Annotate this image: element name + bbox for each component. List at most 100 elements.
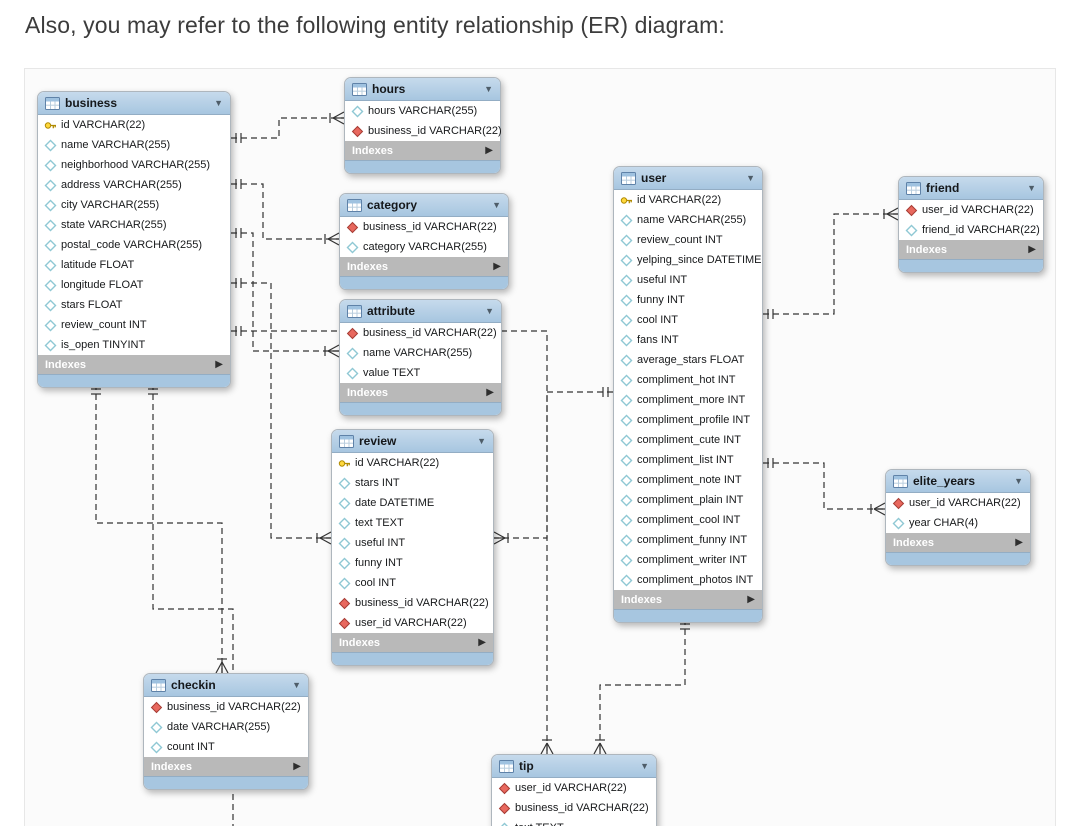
attribute-icon — [620, 414, 633, 427]
foreign-key-icon — [351, 125, 364, 138]
table-icon — [352, 82, 367, 96]
table-header: user▼ — [614, 167, 762, 190]
attribute-icon — [44, 179, 57, 192]
field-row: count INT — [144, 737, 308, 757]
field-label: hours VARCHAR(255) — [368, 105, 478, 117]
table-header: friend▼ — [899, 177, 1043, 200]
field-row: review_count INT — [614, 230, 762, 250]
field-label: name VARCHAR(255) — [61, 139, 171, 151]
relationship-business-category — [231, 183, 339, 240]
field-label: average_stars FLOAT — [637, 354, 745, 366]
table-icon — [347, 304, 362, 318]
table-header: attribute▼ — [340, 300, 501, 323]
foreign-key-icon — [498, 802, 511, 815]
collapse-arrow-icon: ▼ — [1014, 475, 1023, 486]
expand-icon: ▶ — [493, 260, 501, 272]
relationship-user-friend — [763, 213, 898, 315]
indexes-bar: Indexes▶ — [144, 757, 308, 776]
field-row: compliment_cute INT — [614, 430, 762, 450]
field-label: compliment_plain INT — [637, 494, 744, 506]
table-name: category — [367, 198, 418, 212]
indexes-bar: Indexes▶ — [345, 141, 500, 160]
attribute-icon — [44, 239, 57, 252]
indexes-bar: Indexes▶ — [340, 257, 508, 276]
expand-icon: ▶ — [486, 386, 494, 398]
field-label: text TEXT — [355, 517, 404, 529]
attribute-icon — [44, 159, 57, 172]
table-icon — [151, 678, 166, 692]
attribute-icon — [346, 367, 359, 380]
expand-icon: ▶ — [478, 636, 486, 648]
attribute-icon — [620, 534, 633, 547]
field-row: text TEXT — [492, 818, 656, 826]
field-row: yelping_since DATETIME — [614, 250, 762, 270]
field-row: compliment_photos INT — [614, 570, 762, 590]
field-label: business_id VARCHAR(22) — [368, 125, 502, 137]
attribute-icon — [346, 241, 359, 254]
field-row: compliment_plain INT — [614, 490, 762, 510]
field-label: address VARCHAR(255) — [61, 179, 182, 191]
attribute-icon — [44, 299, 57, 312]
field-row: user_id VARCHAR(22) — [886, 493, 1030, 513]
field-row: neighborhood VARCHAR(255) — [38, 155, 230, 175]
field-label: fans INT — [637, 334, 679, 346]
field-row: category VARCHAR(255) — [340, 237, 508, 257]
field-label: latitude FLOAT — [61, 259, 135, 271]
table-hours: hours▼hours VARCHAR(255)business_id VARC… — [344, 77, 502, 174]
indexes-label: Indexes — [339, 636, 380, 649]
expand-icon: ▶ — [1028, 243, 1036, 255]
er-diagram-canvas: business ▼ id VARCHAR(22) name VARCHAR(255)… — [24, 68, 1056, 826]
attribute-icon — [44, 219, 57, 232]
foreign-key-icon — [892, 497, 905, 510]
field-label: funny INT — [355, 557, 403, 569]
field-label: neighborhood VARCHAR(255) — [61, 159, 210, 171]
field-label: longitude FLOAT — [61, 279, 144, 291]
field-row: compliment_more INT — [614, 390, 762, 410]
field-row: business_id VARCHAR(22) — [340, 323, 501, 343]
relationship-business-tip — [231, 330, 548, 754]
field-row: useful INT — [614, 270, 762, 290]
collapse-arrow-icon: ▼ — [492, 199, 501, 210]
field-label: user_id VARCHAR(22) — [922, 204, 1034, 216]
attribute-icon — [620, 354, 633, 367]
field-row: id VARCHAR(22) — [332, 453, 493, 473]
field-label: useful INT — [637, 274, 688, 286]
attribute-icon — [338, 577, 351, 590]
field-label: compliment_more INT — [637, 394, 746, 406]
field-label: id VARCHAR(22) — [61, 119, 146, 131]
attribute-icon — [620, 514, 633, 527]
field-row: city VARCHAR(255) — [38, 195, 230, 215]
attribute-icon — [338, 517, 351, 530]
attribute-icon — [620, 374, 633, 387]
attribute-icon — [338, 557, 351, 570]
field-label: business_id VARCHAR(22) — [363, 327, 497, 339]
table-icon — [45, 96, 60, 110]
field-row: text TEXT — [332, 513, 493, 533]
field-label: count INT — [167, 741, 215, 753]
field-row: id VARCHAR(22) — [614, 190, 762, 210]
field-label: cool INT — [355, 577, 396, 589]
field-label: compliment_profile INT — [637, 414, 751, 426]
field-label: city VARCHAR(255) — [61, 199, 160, 211]
field-label: compliment_funny INT — [637, 534, 748, 546]
table-icon — [339, 434, 354, 448]
field-row: compliment_writer INT — [614, 550, 762, 570]
field-row: average_stars FLOAT — [614, 350, 762, 370]
indexes-label: Indexes — [893, 536, 934, 549]
table-name: user — [641, 171, 667, 185]
field-row: fans INT — [614, 330, 762, 350]
indexes-bar: Indexes▶ — [614, 590, 762, 609]
collapse-arrow-icon: ▼ — [214, 97, 223, 108]
table-footer — [332, 652, 493, 665]
field-label: postal_code VARCHAR(255) — [61, 239, 203, 251]
field-label: user_id VARCHAR(22) — [355, 617, 467, 629]
collapse-arrow-icon: ▼ — [484, 83, 493, 94]
foreign-key-icon — [346, 327, 359, 340]
table-footer — [886, 552, 1030, 565]
table-name: tip — [519, 759, 534, 773]
attribute-icon — [620, 494, 633, 507]
table-name: business — [65, 96, 118, 110]
attribute-icon — [44, 339, 57, 352]
field-row: date DATETIME — [332, 493, 493, 513]
field-label: friend_id VARCHAR(22) — [922, 224, 1040, 236]
